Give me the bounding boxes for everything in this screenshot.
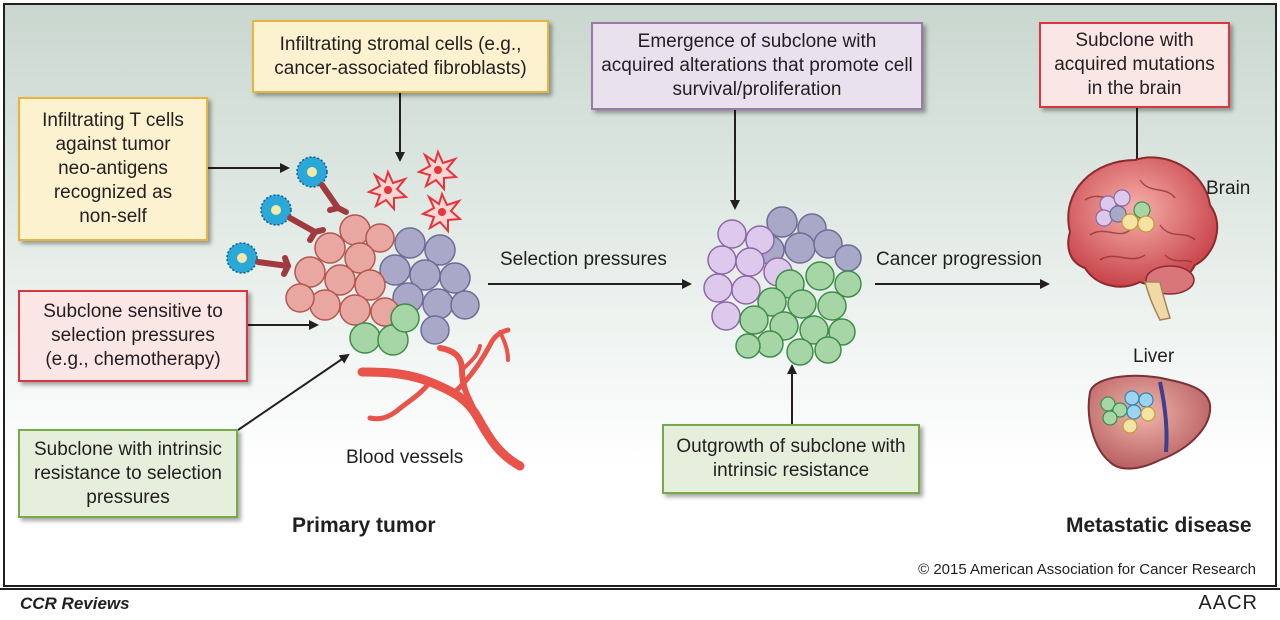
blood-vessels-label: Blood vessels (346, 447, 464, 468)
metastatic-disease-label: Metastatic disease (1066, 514, 1252, 537)
arrow-intrinsic (237, 353, 350, 431)
footer-divider (0, 588, 1280, 590)
liver-illustration (1087, 374, 1212, 470)
copyright-text: © 2015 American Association for Cancer R… (918, 561, 1256, 578)
primary-tumor-cells (285, 214, 480, 356)
brain-label: Brain (1206, 178, 1251, 199)
selection-pressures-label: Selection pressures (500, 249, 667, 270)
middle-tumor-cells (703, 206, 862, 366)
t-cells-box: Infiltrating T cells against tumor neo-a… (18, 97, 208, 241)
outgrowth-subclone-box: Outgrowth of subclone with intrinsic res… (662, 424, 920, 494)
emergence-subclone-box: Emergence of subclone with acquired alte… (591, 22, 923, 110)
liver-label: Liver (1133, 346, 1175, 367)
journal-name: CCR Reviews (20, 594, 130, 613)
cancer-progression-label: Cancer progression (876, 249, 1042, 270)
primary-tumor-label: Primary tumor (292, 514, 436, 537)
intrinsic-resistance-box: Subclone with intrinsic resistance to se… (18, 429, 238, 518)
sensitive-subclone-box: Subclone sensitive to selection pressure… (18, 290, 248, 382)
brain-illustration (1067, 156, 1219, 321)
stromal-cells-box: Infiltrating stromal cells (e.g., cancer… (252, 20, 549, 93)
stromal-cells (366, 149, 463, 234)
publisher-logo: AACR (1198, 592, 1258, 614)
t-cells (226, 156, 349, 277)
blood-vessels (357, 327, 525, 471)
brain-mutation-box: Subclone with acquired mutations in the … (1039, 22, 1230, 108)
